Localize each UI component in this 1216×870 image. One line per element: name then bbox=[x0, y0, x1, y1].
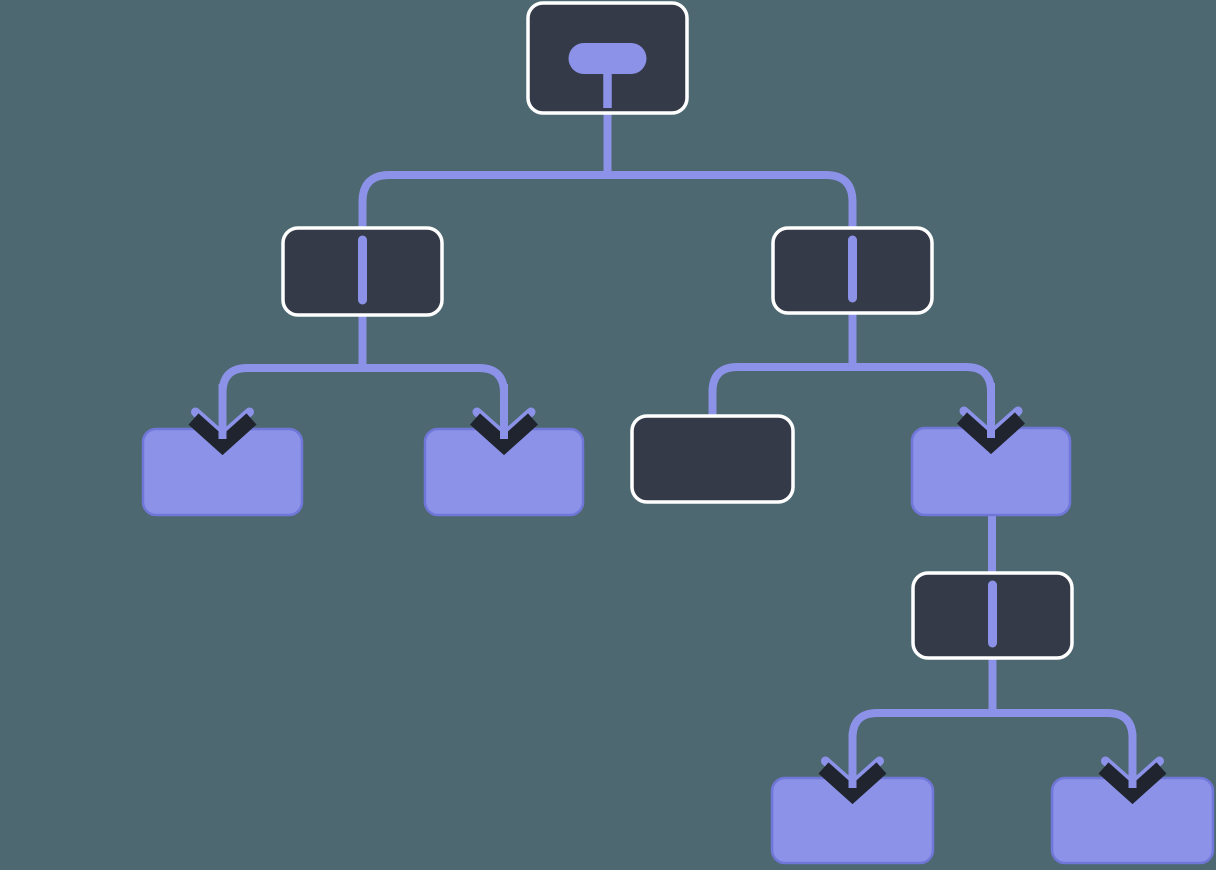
arrow-chevron-dark-icon-leaf-c bbox=[818, 762, 887, 805]
node-dark-leaf[interactable] bbox=[630, 414, 795, 504]
connector-fork-branch-left bbox=[218, 364, 508, 441]
connector-fork-root bbox=[358, 171, 857, 232]
arrow-chevron-dark-icon-leaf-a bbox=[188, 413, 257, 456]
arrow-chevron-dark-icon-leaf-d bbox=[1098, 762, 1167, 805]
connector-fork-branch-right bbox=[708, 363, 995, 440]
arrow-chevron-dark-icon-purple-mid bbox=[956, 412, 1026, 455]
arrow-chevron-dark-icon-leaf-b bbox=[469, 413, 539, 456]
root-pill-icon bbox=[568, 43, 647, 74]
connector-fork-branch-lower bbox=[848, 709, 1137, 790]
root-pill-stem-icon bbox=[603, 71, 612, 108]
